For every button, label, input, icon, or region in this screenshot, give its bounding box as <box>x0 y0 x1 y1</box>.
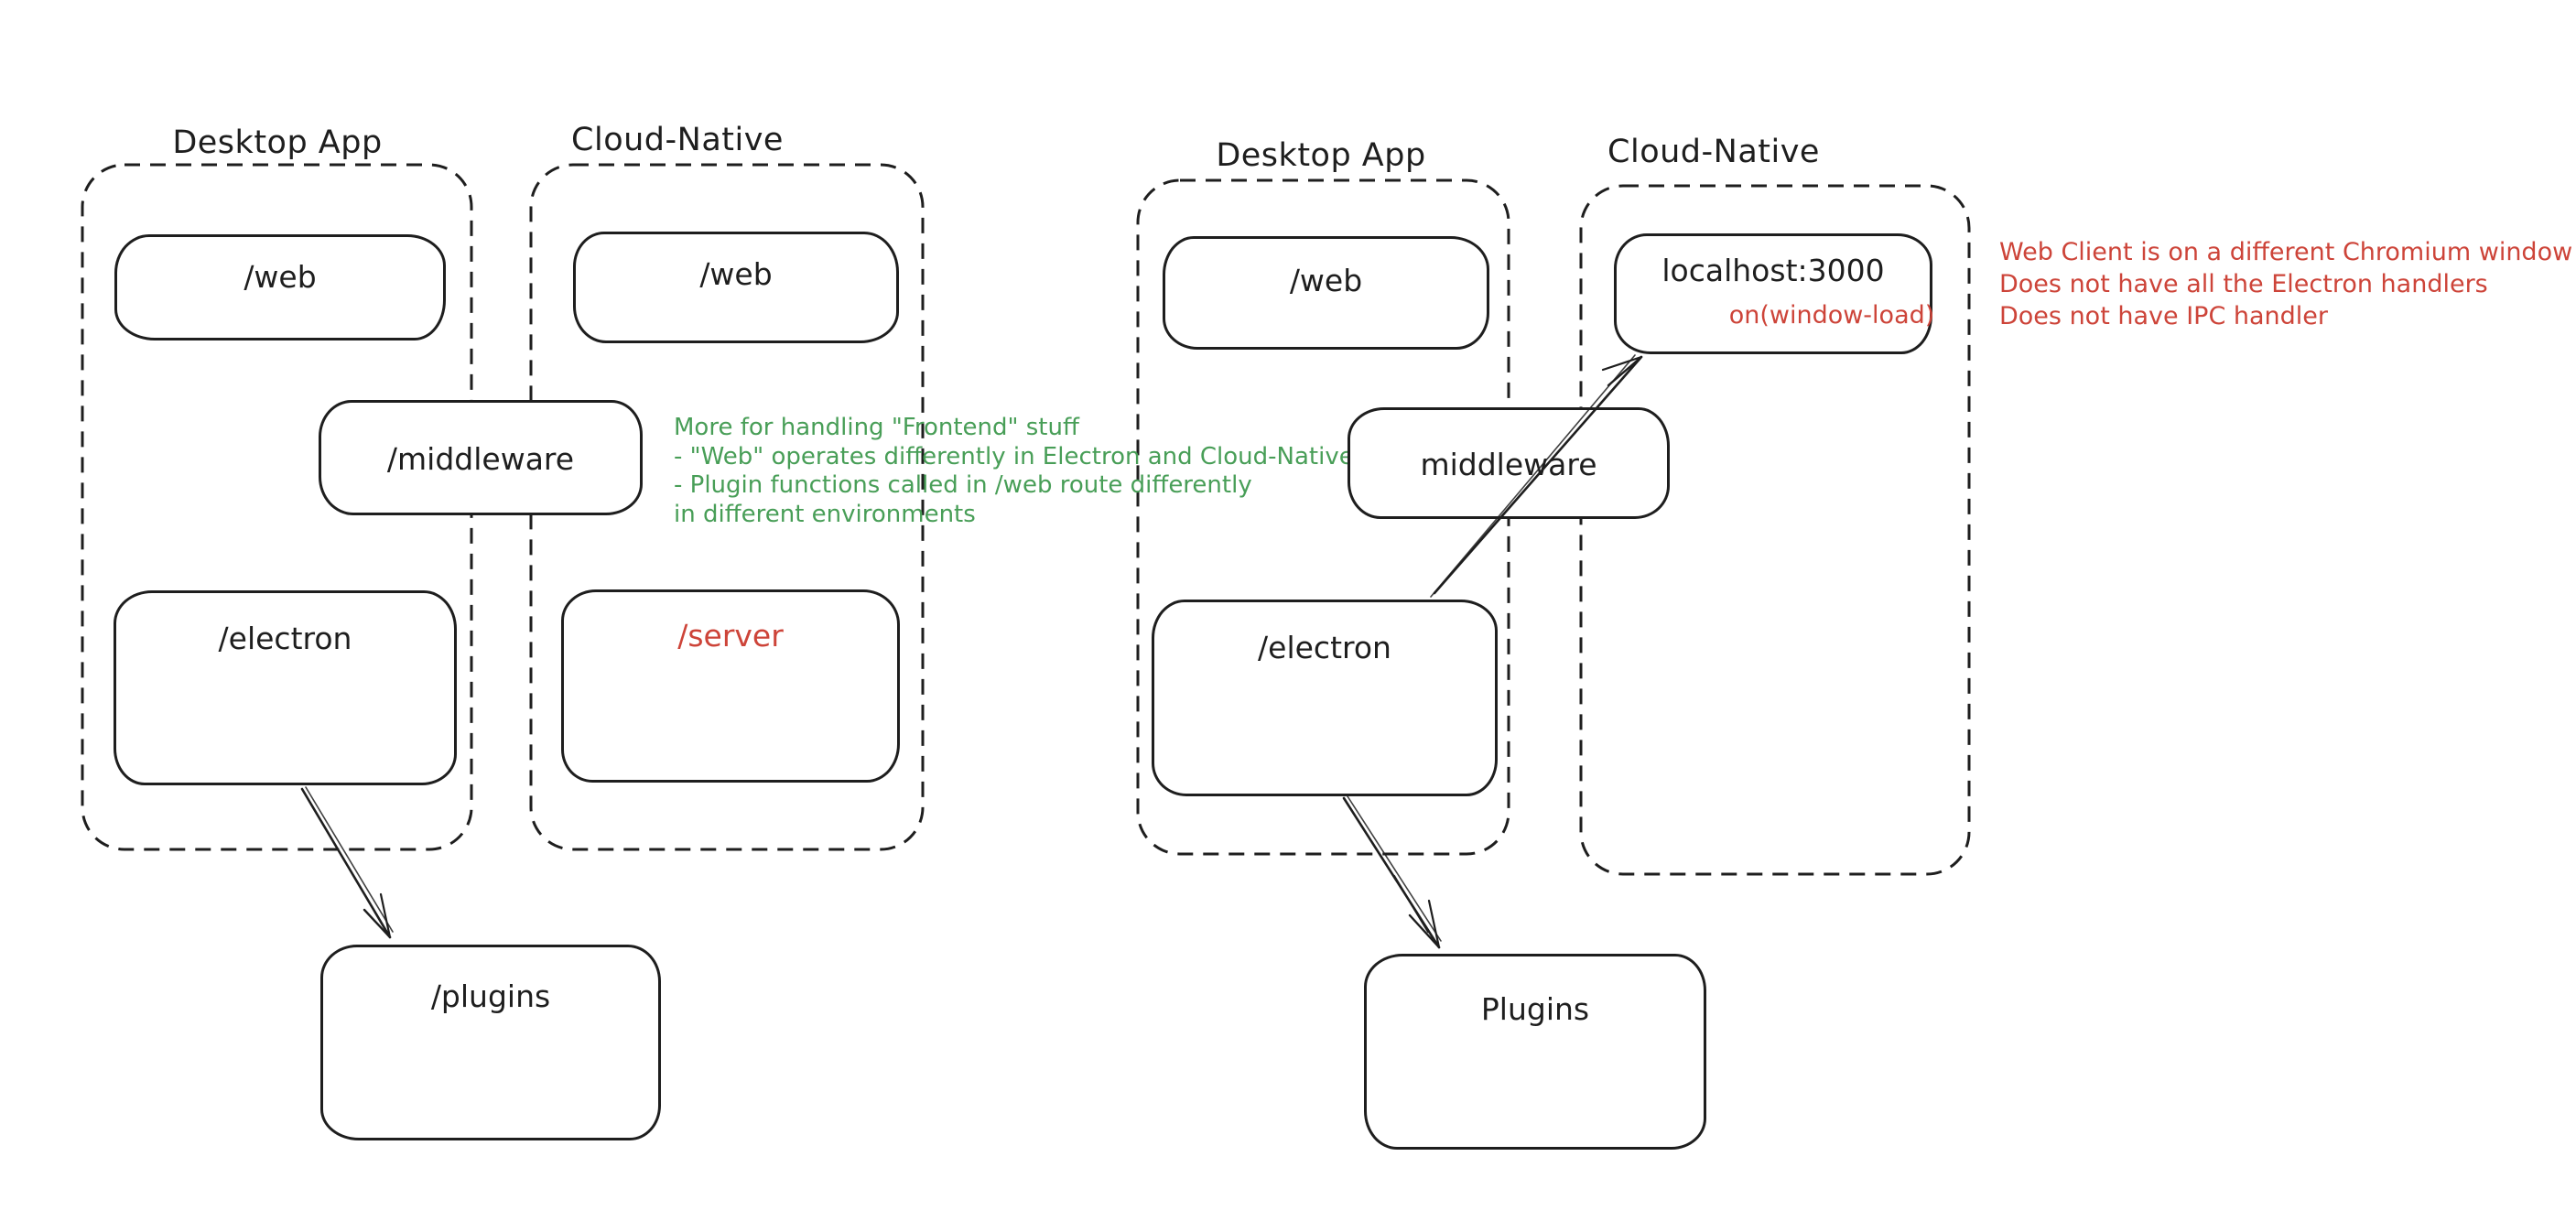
container-cloud-left <box>529 163 925 851</box>
box-localhost-subtext: on(window-load) <box>1728 301 1935 330</box>
note-green: More for handling "Frontend" stuff - "We… <box>674 414 1354 529</box>
box-electron-left-label: /electron <box>218 621 352 656</box>
box-web-right: /web <box>1163 236 1489 350</box>
note-red-line: Does not have IPC handler <box>1999 302 2329 330</box>
note-green-line: - Plugin functions called in /web route … <box>674 471 1252 499</box>
label-desktop-right: Desktop App <box>1216 137 1426 174</box>
box-plugins-left-label: /plugins <box>430 978 551 1014</box>
box-plugins-right-label: Plugins <box>1480 991 1590 1027</box>
box-plugins-right: Plugins <box>1364 954 1706 1150</box>
box-server-label: /server <box>677 618 784 654</box>
note-red-line: Does not have all the Electron handlers <box>1999 270 2488 298</box>
box-middleware-left: /middleware <box>319 400 643 515</box>
box-electron-right-label: /electron <box>1258 630 1391 665</box>
box-web-cloud-left: /web <box>573 232 899 343</box>
box-web-right-label: /web <box>1289 263 1363 298</box>
box-electron-right: /electron <box>1152 600 1498 796</box>
note-green-line: in different environments <box>674 500 976 528</box>
note-green-line: - "Web" operates differently in Electron… <box>674 442 1354 470</box>
box-web-desktop-left-label: /web <box>244 259 317 295</box>
note-red: Web Client is on a different Chromium wi… <box>1999 236 2572 332</box>
box-plugins-left: /plugins <box>320 945 661 1140</box>
box-localhost: localhost:3000 on(window-load) <box>1614 233 1934 354</box>
box-middleware-right-label: middleware <box>1420 447 1597 482</box>
label-desktop-left: Desktop App <box>172 124 383 161</box>
box-middleware-right: middleware <box>1348 407 1670 519</box>
label-cloud-left: Cloud-Native <box>571 122 784 158</box>
label-cloud-right: Cloud-Native <box>1607 134 1820 170</box>
container-cloud-right <box>1579 184 1971 876</box>
box-web-cloud-left-label: /web <box>699 256 773 292</box>
note-red-line: Web Client is on a different Chromium wi… <box>1999 238 2573 266</box>
box-middleware-left-label: /middleware <box>386 441 575 477</box>
box-web-desktop-left: /web <box>114 234 446 340</box>
box-server: /server <box>561 589 900 783</box>
note-green-line: More for handling "Frontend" stuff <box>674 414 1079 441</box>
box-localhost-label: localhost:3000 <box>1661 253 1885 288</box>
box-electron-left: /electron <box>114 590 457 785</box>
